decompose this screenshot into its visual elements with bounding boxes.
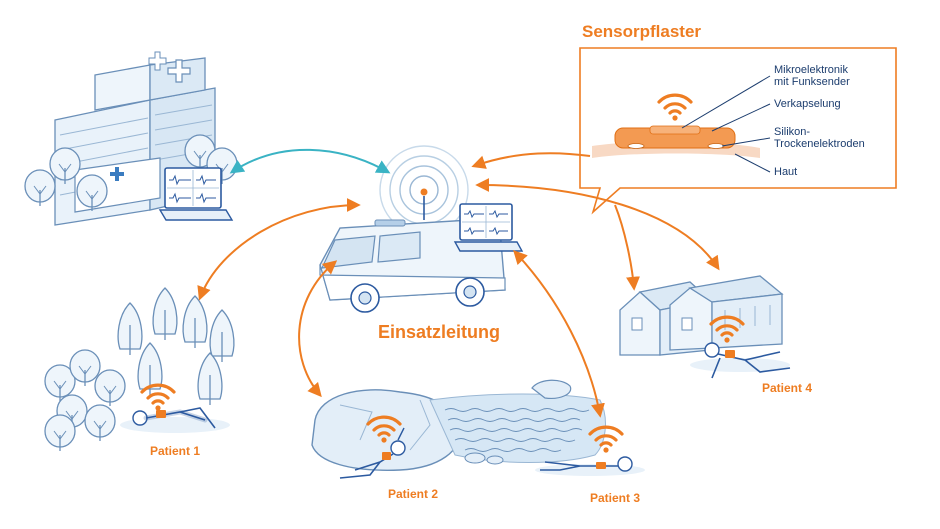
laptop-icon [455,204,522,251]
callout-title: Sensorpflaster [582,22,701,42]
patient-3-label: Patient 3 [590,491,640,505]
label-silikon: Silikon- Trockenelektroden [774,126,865,150]
house-icon [620,276,782,355]
person-icon [690,343,790,378]
arrow-callout [474,153,590,166]
arrow-house [615,205,634,288]
water-icon [430,380,605,464]
laptop-icon [160,168,232,220]
patient-2-label: Patient 2 [388,487,438,501]
patient-1-label: Patient 1 [150,444,200,458]
arrow-hospital [232,150,388,172]
label-verkapselung: Verkapselung [774,98,841,110]
label-haut: Haut [774,166,797,178]
label-mikroelektronik: Mikroelektronik mit Funksender [774,64,850,88]
patient-4-label: Patient 4 [762,381,812,395]
person-icon [120,408,230,433]
center-label: Einsatzleitung [378,322,500,343]
arrow-patient4 [478,185,718,268]
